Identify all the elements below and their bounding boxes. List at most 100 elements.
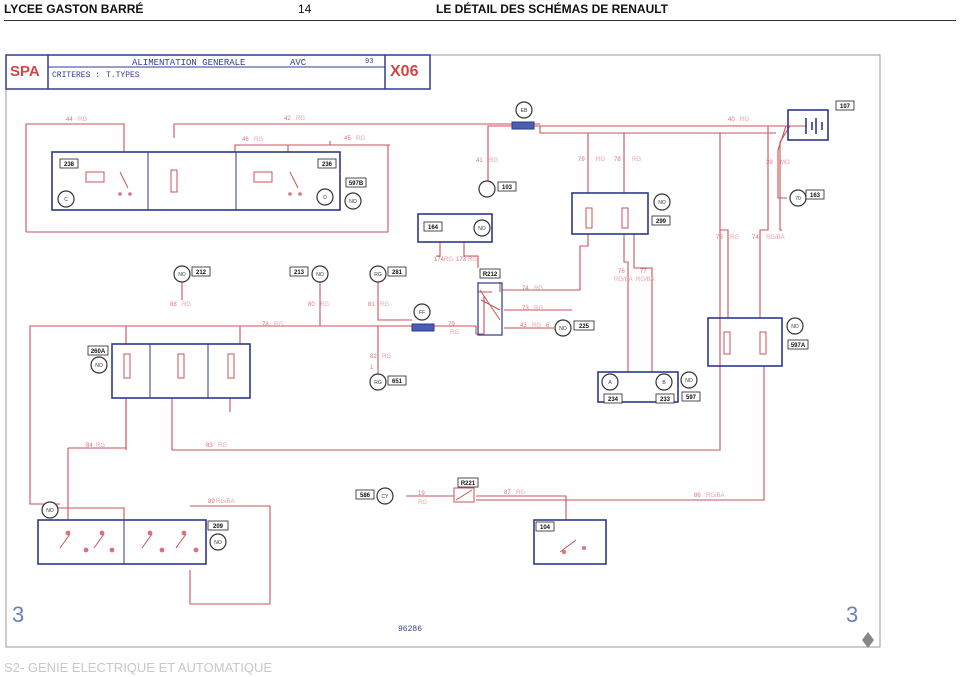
svg-text:EB: EB [521,108,528,114]
svg-text:78: 78 [262,322,269,328]
label-103: 103 [502,185,513,191]
svg-text:RG: RG [96,443,105,449]
svg-text:D: D [323,195,327,201]
wires [25,123,806,605]
label-213: 213 [294,270,305,276]
label-586: 586 [360,493,371,499]
switch-block-209 [37,519,207,565]
battery-icon [805,118,823,134]
svg-text:RG: RG [534,306,543,312]
svg-text:NO: NO [349,199,357,205]
label-r221: R221 [461,481,476,487]
svg-text:A: A [608,380,612,386]
svg-text:88: 88 [170,302,177,308]
corner-number-left: 3 [12,602,24,627]
label-225: 225 [579,324,590,330]
svg-text:79: 79 [448,322,455,328]
unit-233-234 [597,371,679,403]
svg-text:RG: RG [534,286,543,292]
label-212: 212 [196,270,207,276]
svg-text:76: 76 [618,269,625,275]
label-236: 236 [322,162,333,168]
svg-text:RG/BA: RG/BA [614,277,633,283]
fuse-box-597a [707,317,783,367]
document-number: 96286 [398,625,422,634]
svg-text:RG/BA: RG/BA [216,499,235,505]
svg-text:FF: FF [419,310,425,316]
relay-r212 [477,282,503,336]
svg-text:RG/BA: RG/BA [766,235,785,241]
svg-text:RG: RG [320,302,329,308]
label-104: 104 [540,525,551,531]
component-tags [59,100,855,532]
connector-eb [511,121,535,130]
label-233: 233 [660,397,671,403]
svg-text:73: 73 [716,235,723,241]
page-header: LYCEE GASTON BARRÉ 14 LE DÉTAIL DES SCHÉ… [0,0,960,22]
footer-text: S2- GENIE ELECTRIQUE ET AUTOMATIQUE [4,660,272,675]
connector-ff [411,323,435,332]
label-597: 597 [686,395,697,401]
label-107: 107 [840,104,851,110]
svg-text:NO: NO [658,200,666,206]
svg-text:NO: NO [316,272,324,278]
svg-text:NO: NO [178,272,186,278]
svg-text:RG: RG [274,322,283,328]
fuse-box-299 [571,192,649,235]
sheet-title: ALIMENTATION GENERALE [132,58,245,68]
svg-text:6: 6 [546,323,550,329]
circle-nodes [41,101,807,551]
criteria-label: CRITERES : [52,71,100,80]
sheet-number: 93 [365,58,373,66]
criteria-value: T.TYPES [106,71,140,80]
header-rule [4,20,956,21]
svg-text:80: 80 [308,302,315,308]
svg-text:B: B [662,380,666,386]
svg-text:RG: RG [532,323,541,329]
label-281: 281 [392,270,403,276]
svg-text:NO: NO [478,226,486,232]
svg-text:RG: RG [254,137,263,143]
svg-text:RG/BA: RG/BA [636,277,655,283]
label-r212: R212 [483,272,498,278]
svg-text:C: C [64,197,68,203]
label-597a: 597A [791,343,806,349]
svg-text:RG: RG [78,117,87,123]
title-block: SPA ALIMENTATION GENERALE AVC 93 CRITERE… [5,54,431,90]
svg-text:19: 19 [418,491,425,497]
svg-text:RG: RG [730,235,739,241]
svg-text:1: 1 [370,365,374,371]
svg-text:NO: NO [46,508,54,514]
sheet-variant: AVC [290,58,307,68]
label-238: 238 [64,162,75,168]
svg-text:40: 40 [728,117,735,123]
svg-text:86: 86 [694,493,701,499]
svg-text:RG: RG [380,302,389,308]
svg-text:84: 84 [86,443,93,449]
renault-logo-icon [862,632,874,648]
svg-text:74: 74 [522,286,529,292]
relay-r221 [453,487,475,503]
svg-text:RG: RG [516,490,525,496]
label-164: 164 [428,225,439,231]
svg-text:RG: RG [450,330,459,336]
unit-164 [417,213,493,243]
svg-text:NO: NO [95,363,103,369]
label-260a: 260A [91,349,106,355]
svg-text:83: 83 [206,443,213,449]
label-299: 299 [656,219,667,225]
svg-text:RG: RG [218,443,227,449]
svg-text:44: 44 [66,117,73,123]
contacts [59,171,577,553]
page-number: 14 [298,2,312,16]
svg-text:NO: NO [214,540,222,546]
svg-text:74: 74 [752,235,759,241]
svg-text:RG: RG [468,257,477,263]
svg-text:73: 73 [522,306,529,312]
svg-text:RG: RG [444,257,453,263]
page-title: LE DÉTAIL DES SCHÉMAS DE RENAULT [436,2,669,16]
label-234: 234 [608,397,619,403]
svg-text:NO: NO [791,324,799,330]
